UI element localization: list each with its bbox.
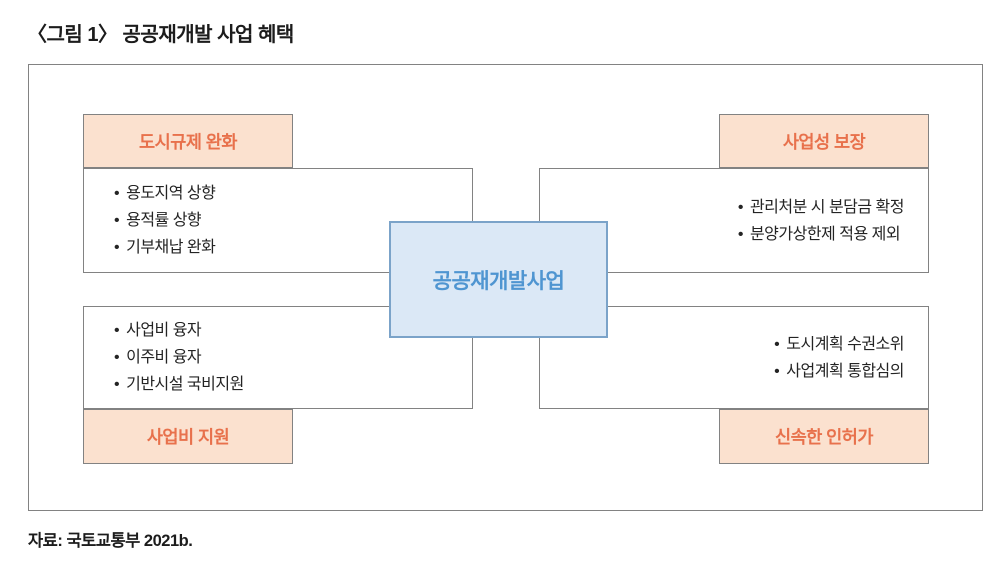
benefit-list: 관리처분 시 분담금 확정 분양가상한제 적용 제외: [738, 194, 905, 248]
benefit-item: 사업비 융자: [114, 317, 244, 344]
benefit-list: 용도지역 상향 용적률 상향 기부채납 완화: [114, 180, 216, 261]
header-label: 사업비 지원: [146, 427, 230, 447]
header-label: 신속한 인허가: [775, 427, 873, 447]
header-label: 사업성 보장: [782, 131, 866, 152]
benefit-list: 도시계획 수권소위 사업계획 통합심의: [774, 331, 904, 385]
benefit-item: 이주비 융자: [114, 344, 244, 371]
header-label: 도시규제 완화: [139, 131, 237, 152]
panel-project-cost-support: 사업비 융자 이주비 융자 기반시설 국비지원: [83, 306, 473, 409]
center-node-label: 공공재개발사업: [432, 269, 565, 293]
source-caption: 자료: 국토교통부 2021b.: [28, 532, 193, 550]
panel-urban-regulation-relief: 용도지역 상향 용적률 상향 기부채납 완화: [83, 168, 473, 273]
benefit-list: 사업비 융자 이주비 융자 기반시설 국비지원: [114, 317, 244, 398]
header-project-cost-support: 사업비 지원: [83, 409, 293, 464]
benefit-item: 도시계획 수권소위: [774, 331, 904, 358]
figure-title: 〈그림 1〉 공공재개발 사업 혜택: [27, 24, 294, 46]
benefit-item: 분양가상한제 적용 제외: [738, 221, 904, 248]
diagram-frame: 도시규제 완화 용도지역 상향 용적률 상향 기부채납 완화 사업성 보장 관리…: [28, 64, 983, 511]
benefit-item: 용도지역 상향: [114, 180, 216, 207]
header-fast-permitting: 신속한 인허가: [719, 409, 929, 464]
header-business-feasibility-guarantee: 사업성 보장: [719, 114, 929, 168]
benefit-item: 기반시설 국비지원: [114, 371, 244, 398]
benefit-item: 관리처분 시 분담금 확정: [738, 194, 905, 221]
center-node-public-redevelopment: 공공재개발사업: [389, 221, 608, 338]
benefit-item: 사업계획 통합심의: [774, 358, 904, 385]
header-urban-regulation-relief: 도시규제 완화: [83, 114, 293, 168]
benefit-item: 용적률 상향: [114, 207, 215, 234]
benefit-item: 기부채납 완화: [114, 234, 216, 261]
